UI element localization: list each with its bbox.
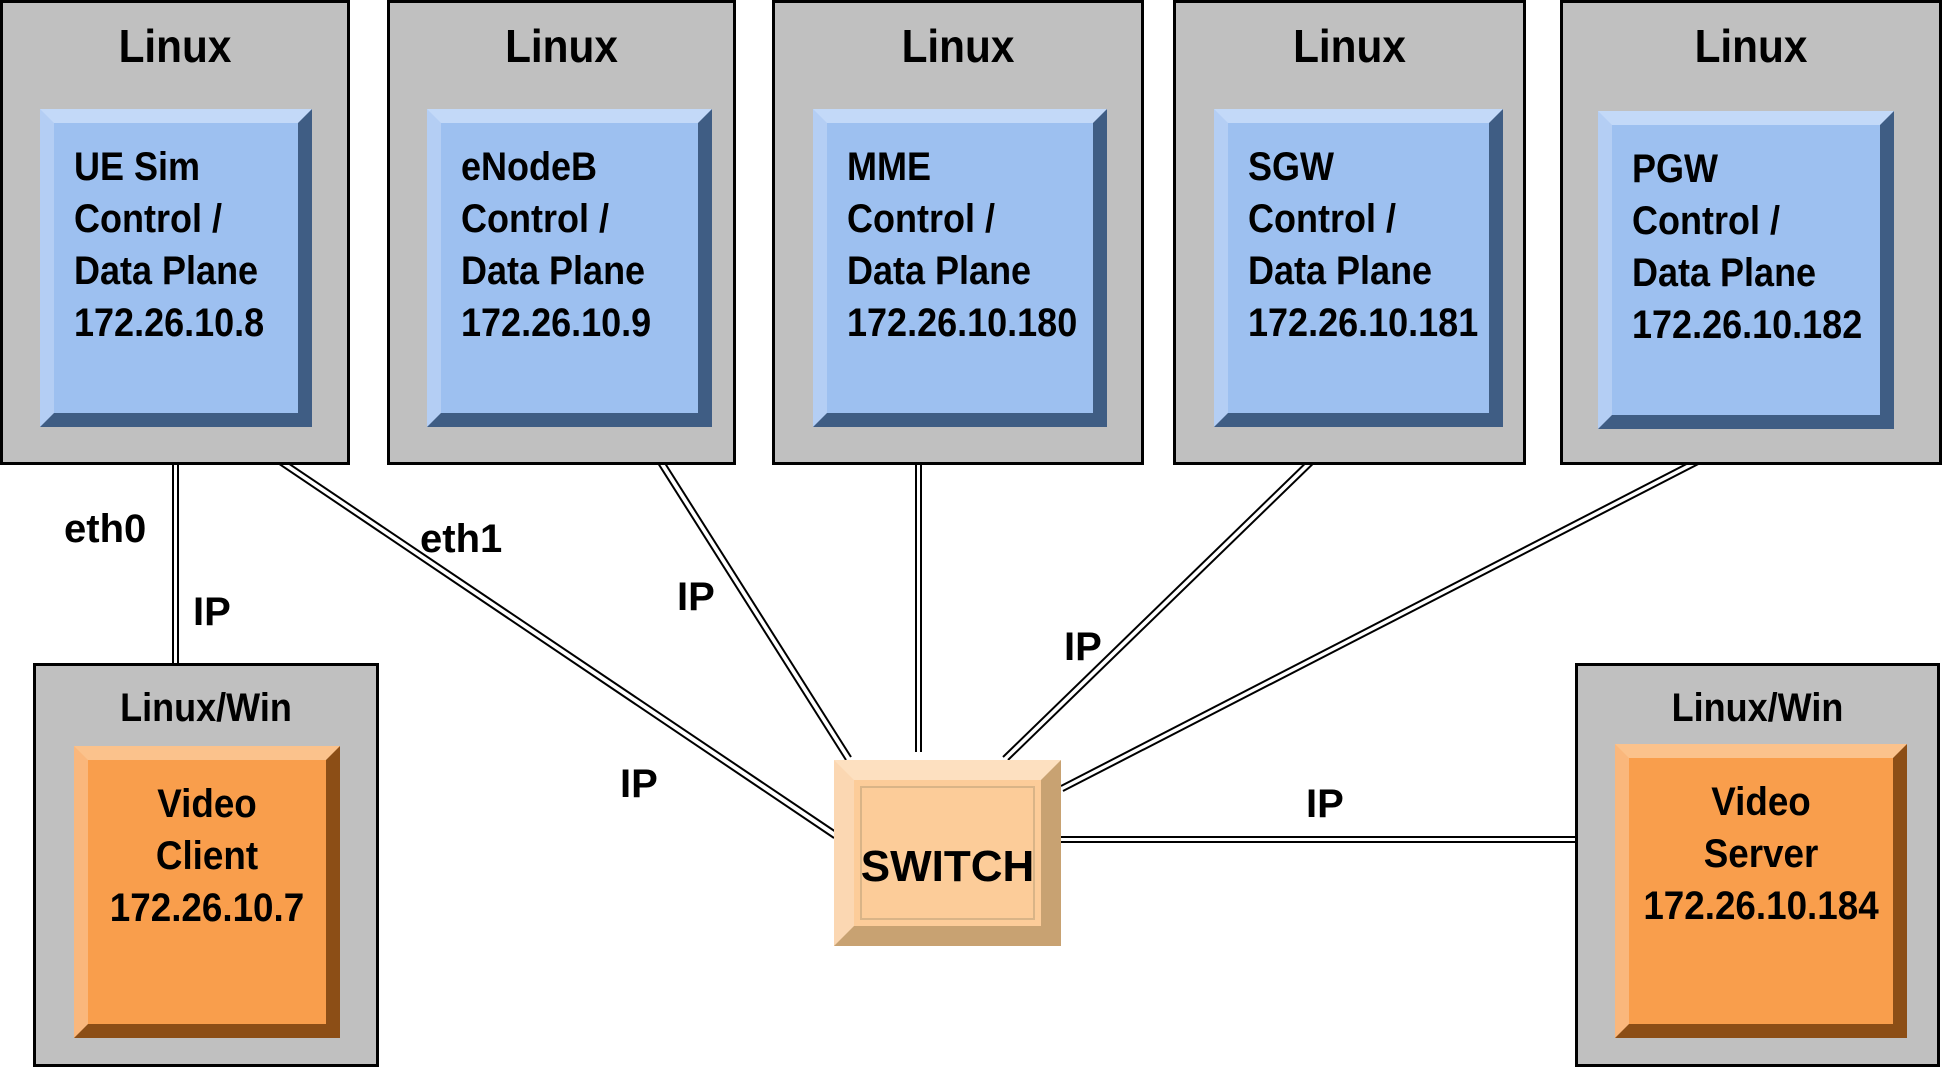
- node-plane-line1: Control /: [1248, 197, 1396, 241]
- mme-node: MME Control / Data Plane 172.26.10.180: [813, 109, 1107, 427]
- node-plane-line2: Data Plane: [74, 249, 259, 293]
- node-name: MME: [847, 145, 931, 189]
- node-name: SGW: [1248, 145, 1334, 189]
- node-plane-line1: Control /: [1632, 199, 1780, 243]
- node-plane-line2: Data Plane: [461, 249, 646, 293]
- node-name: UE Sim: [74, 145, 201, 189]
- host-ue-sim: Linux UE Sim Control / Data Plane 172.26…: [0, 0, 350, 465]
- host-video-server: Linux/Win Video Server 172.26.10.184: [1575, 663, 1940, 1067]
- node-ip: 172.26.10.8: [74, 301, 265, 345]
- host-os-label: Linux: [505, 20, 618, 72]
- node-ip: 172.26.10.181: [1248, 301, 1479, 345]
- ue-sim-node: UE Sim Control / Data Plane 172.26.10.8: [40, 109, 312, 427]
- link-pgw-switch-a: [1060, 418, 1775, 787]
- enodeb-node: eNodeB Control / Data Plane 172.26.10.9: [427, 109, 712, 427]
- host-os-label: Linux: [118, 20, 232, 72]
- host-os-label: Linux: [1694, 20, 1808, 72]
- host-video-client: Linux/Win Video Client 172.26.10.7: [33, 663, 379, 1067]
- host-pgw: Linux PGW Control / Data Plane 172.26.10…: [1560, 0, 1942, 465]
- host-os-label: Linux/Win: [120, 686, 292, 730]
- node-plane-line1: Control /: [74, 197, 222, 241]
- link-sgw-switch-a: [1002, 416, 1354, 758]
- link-pgw-switch-b: [1062, 423, 1777, 792]
- pgw-node: PGW Control / Data Plane 172.26.10.182: [1598, 111, 1894, 429]
- node-plane-line1: Control /: [847, 197, 995, 241]
- label-ip-ue-switch: IP: [620, 762, 658, 806]
- label-ip-ue-client: IP: [193, 590, 231, 634]
- node-name: Video: [157, 782, 257, 826]
- node-ip: 172.26.10.9: [461, 301, 652, 345]
- node-ip: 172.26.10.7: [109, 886, 305, 930]
- host-os-label: Linux: [1293, 20, 1406, 72]
- link-sgw-switch-b: [1007, 419, 1359, 761]
- link-ue-switch-b: [220, 417, 837, 833]
- node-name: PGW: [1632, 147, 1718, 191]
- node-ip: 172.26.10.180: [847, 301, 1078, 345]
- network-switch: [834, 760, 1061, 946]
- video-server-node: Video Server 172.26.10.184: [1615, 744, 1907, 1038]
- node-plane-line1: Control /: [461, 197, 609, 241]
- host-os-label: Linux/Win: [1671, 686, 1844, 730]
- node-plane-line2: Data Plane: [847, 249, 1032, 293]
- label-eth1: eth1: [420, 517, 503, 561]
- switch-label: SWITCH: [860, 842, 1035, 891]
- video-client-node: Video Client 172.26.10.7: [74, 746, 340, 1038]
- label-ip-sgw: IP: [1064, 625, 1102, 669]
- host-sgw: Linux SGW Control / Data Plane 172.26.10…: [1173, 0, 1526, 465]
- label-eth0: eth0: [64, 507, 147, 551]
- node-name: Video: [1711, 780, 1811, 824]
- label-ip-enodeb: IP: [677, 575, 715, 619]
- node-name: eNodeB: [461, 145, 598, 189]
- link-enodeb-switch-a: [631, 421, 847, 761]
- node-name-line2: Server: [1703, 832, 1819, 876]
- host-mme: Linux MME Control / Data Plane 172.26.10…: [772, 0, 1144, 465]
- label-ip-server: IP: [1306, 782, 1344, 826]
- sgw-node: SGW Control / Data Plane 172.26.10.181: [1214, 109, 1503, 427]
- node-plane-line2: Data Plane: [1632, 251, 1817, 295]
- host-os-label: Linux: [901, 20, 1015, 72]
- link-ue-switch-a: [216, 421, 835, 839]
- node-name-line2: Client: [155, 834, 259, 878]
- node-ip: 172.26.10.182: [1632, 303, 1863, 347]
- host-enodeb: Linux eNodeB Control / Data Plane 172.26…: [387, 0, 736, 465]
- link-enodeb-switch-b: [636, 418, 852, 758]
- node-ip: 172.26.10.184: [1643, 884, 1879, 928]
- node-plane-line2: Data Plane: [1248, 249, 1433, 293]
